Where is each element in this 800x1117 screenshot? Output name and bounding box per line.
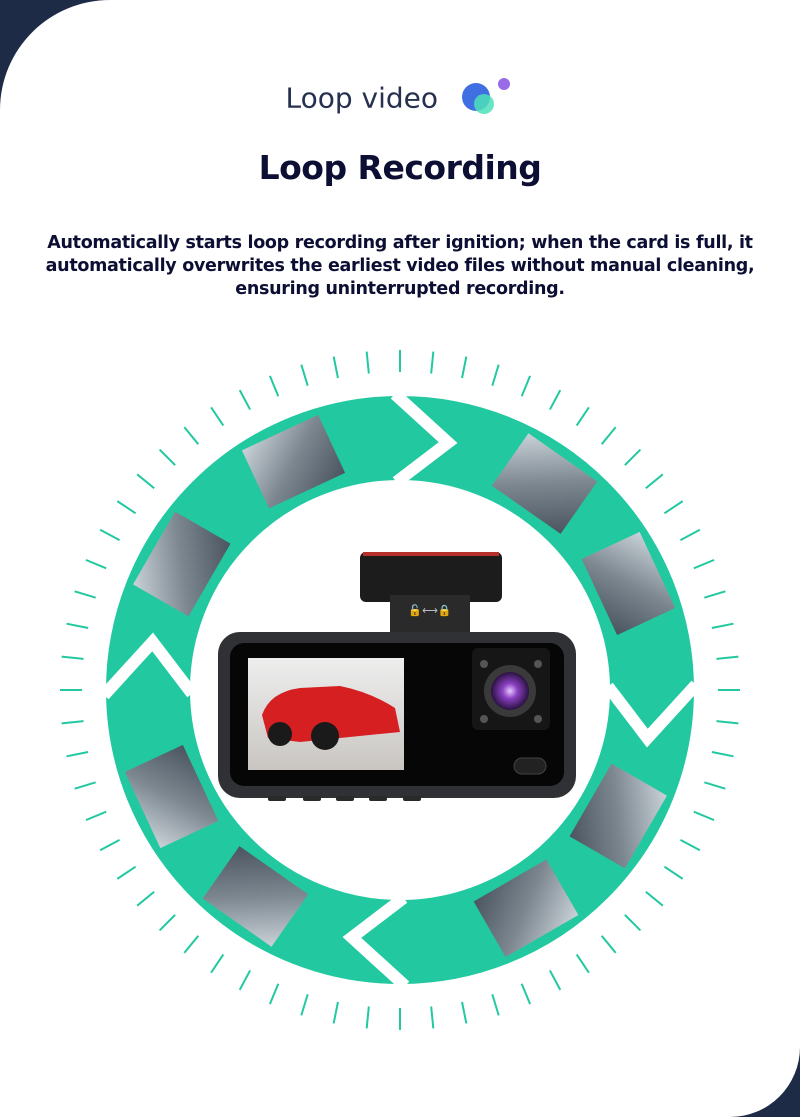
tick-mark <box>136 890 155 907</box>
tick-mark <box>711 751 734 758</box>
tick-mark <box>183 935 200 954</box>
tick-mark <box>693 558 715 570</box>
tick-mark <box>85 558 107 570</box>
tick-mark <box>300 364 309 386</box>
video-thumbnail <box>133 511 231 617</box>
tick-mark <box>61 720 84 725</box>
video-thumbnail <box>473 859 579 957</box>
tick-mark <box>645 473 664 490</box>
loop-arrow <box>390 389 458 487</box>
tick-mark <box>693 810 715 822</box>
loop-arrow <box>99 632 197 700</box>
loop-ring <box>106 396 694 984</box>
description: Automatically starts loop recording afte… <box>45 233 755 299</box>
tick-mark <box>365 1006 370 1029</box>
tick-mark <box>332 356 339 379</box>
tick-mark <box>704 781 726 790</box>
tick-mark <box>430 351 435 374</box>
tick-mark <box>332 1001 339 1024</box>
tag-label: Loop video <box>285 81 439 115</box>
loop-arrow <box>603 680 701 748</box>
video-thumbnail <box>202 846 309 947</box>
tick-mark <box>136 473 155 490</box>
tick-mark <box>704 590 726 599</box>
tick-mark <box>99 839 121 852</box>
tick-mark <box>300 994 309 1016</box>
video-thumbnail <box>491 433 598 534</box>
tick-mark <box>520 375 532 397</box>
tick-mark <box>66 622 89 629</box>
video-thumbnail <box>581 531 676 636</box>
tick-mark <box>491 994 500 1016</box>
tick-mark <box>716 655 739 660</box>
car-image <box>262 686 400 742</box>
loop-arrow <box>342 893 410 991</box>
tick-mark <box>711 622 734 629</box>
tick-mark <box>238 969 251 991</box>
tick-mark <box>549 969 562 991</box>
tick-mark <box>238 389 251 411</box>
tick-mark <box>268 375 280 397</box>
tick-mark <box>61 655 84 660</box>
video-thumbnails <box>124 414 676 957</box>
tick-mark <box>491 364 500 386</box>
tick-mark <box>74 590 96 599</box>
tick-mark <box>99 528 121 541</box>
tick-mark <box>158 914 176 932</box>
tick-mark <box>645 890 664 907</box>
tick-mark <box>210 953 225 974</box>
side-buttons <box>268 796 421 801</box>
tick-mark <box>85 810 107 822</box>
tick-mark <box>268 983 280 1005</box>
tick-mark <box>575 953 590 974</box>
page-title: Loop Recording <box>258 148 542 187</box>
tick-mark <box>600 426 617 445</box>
mount <box>360 552 502 602</box>
tick-mark <box>716 720 739 725</box>
tick-marks <box>60 350 740 1030</box>
dash-cam: 🔓⟷🔒 <box>218 552 576 801</box>
video-thumbnail <box>124 744 219 849</box>
video-thumbnail <box>569 763 667 869</box>
tick-mark <box>600 935 617 954</box>
unlock-arrow-lock-icon: 🔓⟷🔒 <box>408 604 451 617</box>
tick-mark <box>461 356 468 379</box>
tick-mark <box>116 865 137 880</box>
tick-mark <box>461 1001 468 1024</box>
tick-mark <box>74 781 96 790</box>
tick-mark <box>624 914 642 932</box>
tick-mark <box>679 839 701 852</box>
tick-mark <box>679 528 701 541</box>
bubbles-icon <box>462 78 514 118</box>
tick-mark <box>549 389 562 411</box>
tick-mark <box>520 983 532 1005</box>
tick-mark <box>663 865 684 880</box>
tick-mark <box>365 351 370 374</box>
tick-mark <box>66 751 89 758</box>
tick-mark <box>183 426 200 445</box>
video-thumbnail <box>241 414 346 509</box>
tick-mark <box>575 406 590 427</box>
tick-mark <box>158 448 176 466</box>
loop-arrows <box>99 389 701 991</box>
section-tag: Loop video <box>0 78 800 118</box>
tick-mark <box>663 500 684 515</box>
loop-diagram: 🔓⟷🔒 <box>60 350 740 1030</box>
tick-mark <box>210 406 225 427</box>
power-button <box>513 757 547 775</box>
tick-mark <box>116 500 137 515</box>
tick-mark <box>624 448 642 466</box>
tick-mark <box>430 1006 435 1029</box>
